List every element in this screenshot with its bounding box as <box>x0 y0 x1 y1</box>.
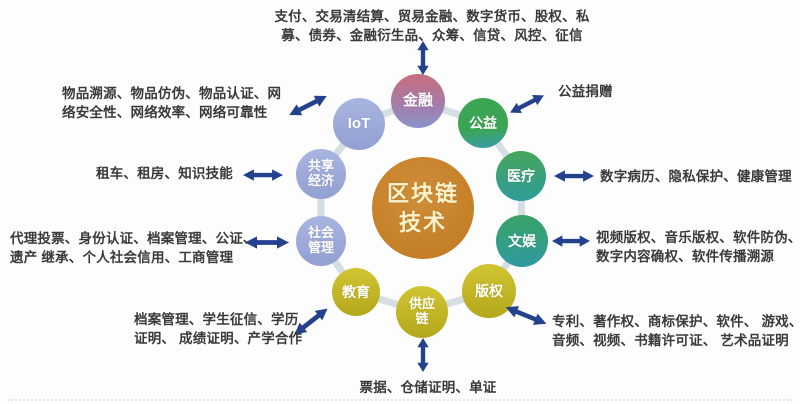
node-medical: 医疗 <box>496 151 546 201</box>
annotation-entertainment: 视频版权、音乐版权、软件防伪、 数字内容确权、软件传播溯源 <box>596 228 800 266</box>
annotation-entertainment-line1: 视频版权、音乐版权、软件防伪、 <box>596 230 800 245</box>
node-finance: 金融 <box>391 74 445 128</box>
node-education: 教育 <box>332 268 380 316</box>
annotation-education-line2: 证明、 成绩证明、产学合作 <box>134 331 303 346</box>
annotation-public-welfare-line1: 公益捐赠 <box>558 84 613 99</box>
node-education-label: 教育 <box>342 283 370 300</box>
annotation-social-management-line1: 代理投票、身份认证、档案管理、公证、 <box>10 231 257 246</box>
annotation-iot-line2: 络安全性、网络效率、网络可靠性 <box>62 105 268 120</box>
annotation-iot: 物品溯源、物品仿伪、物品认证、网 络安全性、网络效率、网络可靠性 <box>62 84 281 122</box>
annotation-public-welfare: 公益捐赠 <box>558 82 613 101</box>
annotation-copyright-line1: 专利、著作权、商标保护、软件、 游戏、 <box>552 314 800 329</box>
annotation-social-management-line2: 遗产 继承、个人社会信用、工商管理 <box>10 250 234 265</box>
annotation-finance-line1: 支付、交易清结算、贸易金融、数字货币、股权、私 <box>274 9 590 24</box>
node-social-management-label: 社会管理 <box>307 225 334 255</box>
annotation-social-management: 代理投票、身份认证、档案管理、公证、 遗产 继承、个人社会信用、工商管理 <box>10 229 257 267</box>
node-medical-label: 医疗 <box>507 167 535 184</box>
cropped-caption-line <box>8 399 792 401</box>
double-arrow-finance-icon <box>417 41 429 75</box>
node-copyright-label: 版权 <box>475 282 503 299</box>
double-arrow-education-icon <box>294 308 328 335</box>
annotation-education-line1: 档案管理、学生征信、学历 <box>134 312 299 327</box>
node-iot: IoT <box>333 98 385 150</box>
annotation-medical-line1: 数字病历、隐私保护、健康管理 <box>600 169 792 184</box>
center-node-blockchain: 区块链技术 <box>372 157 474 259</box>
double-arrow-medical-icon <box>554 170 594 182</box>
double-arrow-sharing-economy-icon <box>243 169 283 181</box>
annotation-sharing-economy-line1: 租车、租房、知识技能 <box>96 166 233 181</box>
node-sharing-economy-label: 共享经济 <box>307 158 334 188</box>
annotation-finance: 支付、交易清结算、贸易金融、数字货币、股权、私 募、债券、金融衍生品、众筹、信贷… <box>230 7 634 45</box>
node-social-management: 社会管理 <box>296 216 346 266</box>
double-arrow-copyright-icon <box>505 306 547 325</box>
double-arrow-iot-icon <box>289 95 327 116</box>
node-sharing-economy: 共享经济 <box>296 149 346 199</box>
node-public-welfare: 公益 <box>458 98 508 148</box>
annotation-sharing-economy: 租车、租房、知识技能 <box>96 164 233 183</box>
double-arrow-public-welfare-icon <box>510 95 544 113</box>
node-public-welfare-label: 公益 <box>469 114 497 131</box>
double-arrow-social-management-icon <box>245 236 289 249</box>
annotation-iot-line1: 物品溯源、物品仿伪、物品认证、网 <box>62 86 282 101</box>
node-finance-label: 金融 <box>402 92 433 110</box>
annotation-education: 档案管理、学生征信、学历 证明、 成绩证明、产学合作 <box>134 310 302 348</box>
center-node-label: 区块链技术 <box>386 181 459 235</box>
annotation-supply-chain: 票据、仓储证明、单证 <box>328 378 528 397</box>
node-iot-label: IoT <box>347 115 371 133</box>
node-entertainment-label: 文娱 <box>508 232 536 249</box>
node-supply-chain-label: 供应链 <box>408 296 435 326</box>
annotation-supply-chain-line1: 票据、仓储证明、单证 <box>359 380 497 395</box>
node-entertainment: 文娱 <box>496 215 548 267</box>
annotation-finance-line2: 募、债券、金融衍生品、众筹、信贷、风控、征信 <box>281 28 583 43</box>
annotation-copyright-line2: 音频、视频、书籍许可证、 艺术品证明 <box>552 333 789 348</box>
annotation-copyright: 专利、著作权、商标保护、软件、 游戏、 音频、视频、书籍许可证、 艺术品证明 <box>552 312 800 350</box>
node-supply-chain: 供应链 <box>396 286 448 338</box>
node-copyright: 版权 <box>462 264 516 318</box>
double-arrow-entertainment-icon <box>552 235 590 247</box>
annotation-entertainment-line2: 数字内容确权、软件传播溯源 <box>596 249 775 264</box>
double-arrow-supply-chain-icon <box>417 338 429 372</box>
annotation-medical: 数字病历、隐私保护、健康管理 <box>600 167 792 186</box>
